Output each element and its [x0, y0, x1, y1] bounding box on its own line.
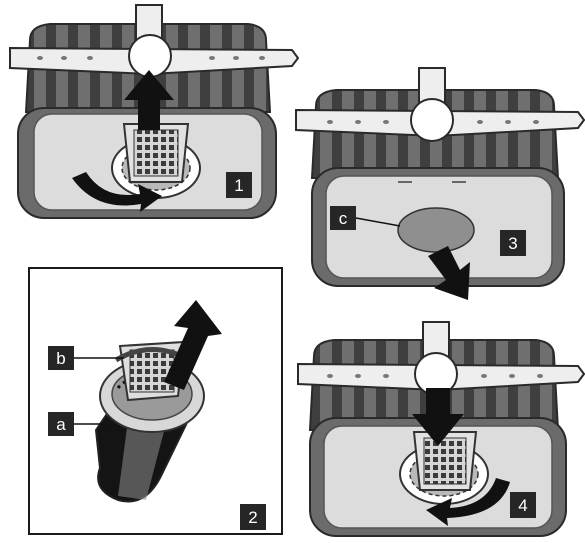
step-1-badge: 1: [226, 172, 252, 198]
callout-c: c: [330, 206, 356, 230]
panel-3: c 3: [296, 68, 584, 300]
step-3-number: 3: [508, 234, 517, 253]
flat-filter-c: [398, 208, 474, 252]
filter-insert: [124, 124, 188, 182]
panel-4: 4: [298, 322, 584, 536]
callout-c-label: c: [339, 209, 348, 228]
step-4-badge: 4: [510, 492, 536, 518]
callout-b: b: [48, 346, 74, 370]
panel-1: 1: [10, 5, 298, 218]
step-2-number: 2: [248, 508, 257, 527]
filter-insert: [414, 432, 476, 490]
step-1-number: 1: [234, 176, 243, 195]
panel-2: b a 2: [29, 268, 282, 534]
step-2-badge: 2: [240, 504, 266, 530]
callout-b-label: b: [56, 349, 65, 368]
step-4-number: 4: [518, 496, 527, 515]
step-3-badge: 3: [500, 230, 526, 256]
callout-a: a: [48, 412, 74, 436]
callout-a-label: a: [56, 415, 66, 434]
